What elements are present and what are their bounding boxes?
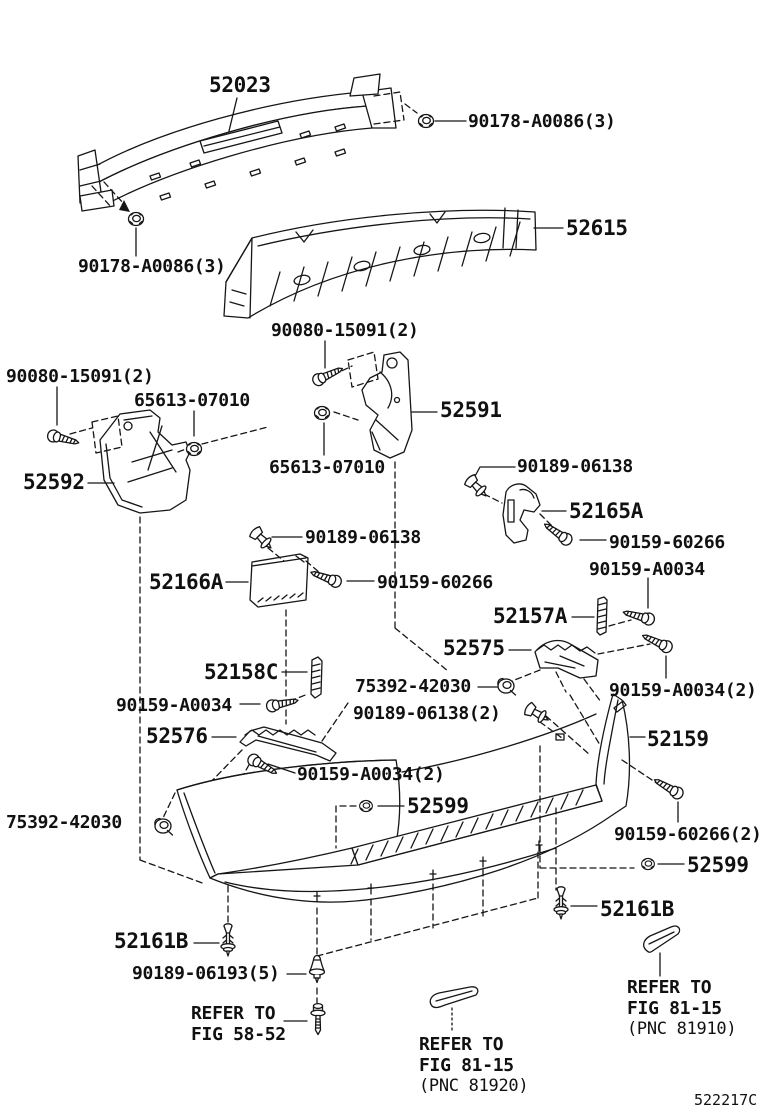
part-label-52165a: 52165A [569, 499, 644, 523]
part-label-75392-42030-upper: 75392-42030 [355, 676, 471, 697]
ref-note-line: REFER TO [419, 1034, 504, 1055]
part-label-90159-a0034-right: 90159-A0034 [589, 559, 705, 580]
ref-note-line: REFER TO [627, 977, 712, 998]
part-label-52575: 52575 [443, 636, 505, 660]
part-52575-retainer [511, 639, 651, 703]
part-label-52615: 52615 [566, 216, 628, 240]
part-label-90159-60266-right: 90159-60266 [609, 532, 725, 553]
part-label-90178-a0086-3-left: 90178-A0086(3) [78, 256, 226, 277]
part-label-90189-06138-right: 90189-06138 [517, 456, 633, 477]
ref-note-line: REFER TO [191, 1003, 276, 1024]
leader-lines [56, 97, 685, 1022]
ref-note-line: FIG 81-15 [627, 998, 722, 1019]
part-52165a-bracket [483, 483, 554, 544]
part-label-52599-center: 52599 [407, 794, 469, 818]
part-label-75392-42030-lower: 75392-42030 [6, 812, 122, 833]
part-label-90080-15091-2-center: 90080-15091(2) [271, 320, 419, 341]
part-label-52599-right: 52599 [687, 853, 749, 877]
part-label-90178-a0086-3-right: 90178-A0086(3) [468, 111, 616, 132]
part-52158c-strip [289, 656, 323, 702]
part-52591-bracket [332, 351, 413, 459]
part-label-90189-06138-mid: 90189-06138 [305, 527, 421, 548]
part-label-90159-a0034-2-right: 90159-A0034(2) [609, 680, 757, 701]
part-label-52161b-left: 52161B [114, 929, 189, 953]
part-label-90159-60266-2: 90159-60266(2) [614, 824, 760, 845]
part-52592-bracket [69, 409, 269, 514]
part-label-65613-07010-center: 65613-07010 [269, 457, 385, 478]
part-label-52591: 52591 [440, 398, 502, 422]
part-label-90189-06193-5: 90189-06193(5) [132, 963, 280, 984]
part-label-90159-a0034-left: 90159-A0034 [116, 695, 232, 716]
part-label-52157a: 52157A [493, 604, 568, 628]
part-label-52158c: 52158C [204, 660, 279, 684]
part-52615-absorber [223, 207, 537, 319]
ref-note-line: FIG 81-15 [419, 1055, 514, 1076]
part-label-52161b-right: 52161B [600, 897, 675, 921]
part-label-90159-a0034-2-left: 90159-A0034(2) [297, 764, 445, 785]
part-label-52023: 52023 [209, 73, 271, 97]
part-52157a-strip [596, 596, 632, 636]
ref-note-line: FIG 58-52 [191, 1024, 286, 1045]
part-52159-bumper-cover [162, 693, 662, 1005]
part-label-90189-06138-2: 90189-06138(2) [353, 703, 501, 724]
part-52023-reinforcement [77, 73, 418, 212]
ref-note-line: (PNC 81910) [627, 1019, 737, 1039]
part-label-90159-60266-mid: 90159-60266 [377, 572, 493, 593]
part-label-52159: 52159 [647, 727, 709, 751]
part-label-52592: 52592 [23, 470, 85, 494]
part-reflector-81920 [429, 986, 479, 1034]
figure-code: 522217C [694, 1091, 758, 1109]
part-label-52166a: 52166A [149, 570, 224, 594]
part-label-90080-15091-2-left: 90080-15091(2) [6, 366, 154, 387]
part-label-52576: 52576 [146, 724, 208, 748]
part-label-65613-07010-left: 65613-07010 [134, 390, 250, 411]
part-reflector-81910 [643, 925, 681, 953]
ref-note-line: (PNC 81920) [419, 1076, 529, 1096]
part-52166a-pad [249, 547, 321, 608]
